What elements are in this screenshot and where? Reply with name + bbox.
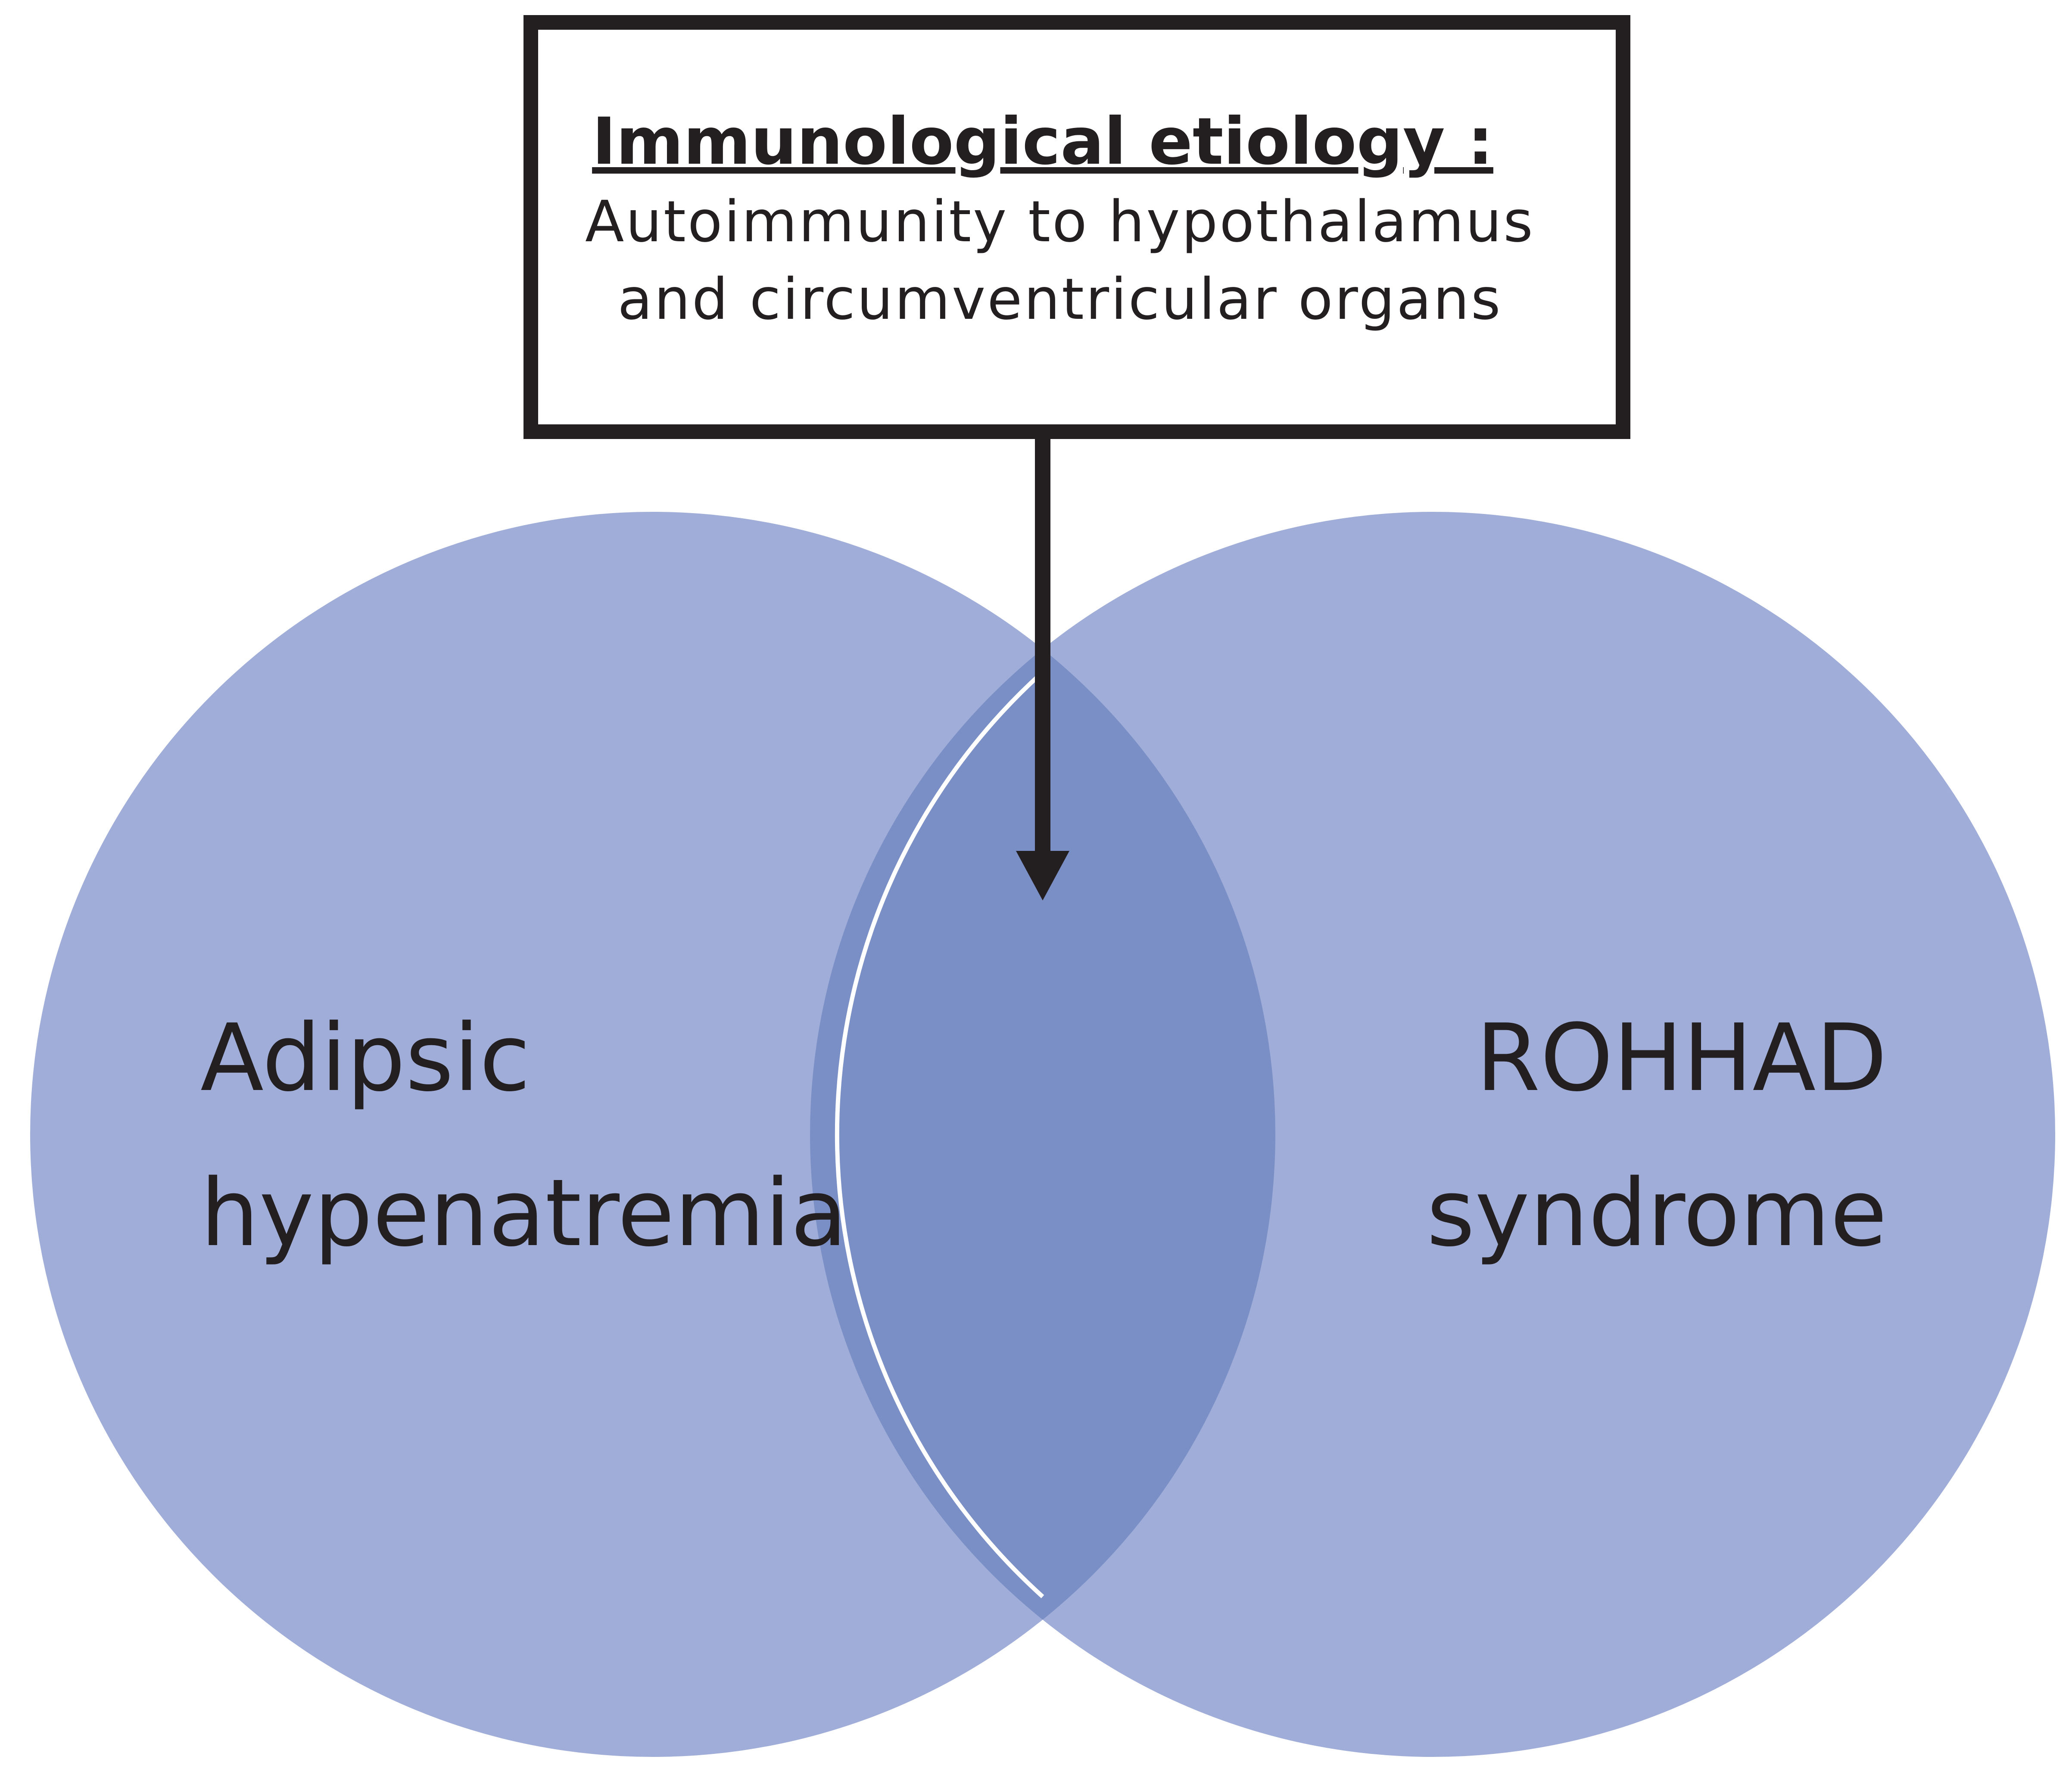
- right-circle-label-1: ROHHAD: [1476, 1004, 1887, 1112]
- left-circle-label-1: Adipsic: [200, 1004, 530, 1112]
- etiology-box: [523, 15, 1630, 439]
- right-circle-label-2: syndrome: [1427, 1159, 1887, 1267]
- etiology-title: Immunological etiology :: [592, 104, 1493, 179]
- overlap-region: [810, 512, 1275, 1757]
- etiology-line-1: Autoimmunity to hypothalamus: [585, 189, 1535, 255]
- etiology-line-2: and circumventricular organs: [617, 266, 1502, 333]
- arrow-head: [1016, 851, 1069, 900]
- overlap-edge: [835, 670, 1044, 1598]
- left-circle-label-2: hypenatremia: [200, 1159, 847, 1267]
